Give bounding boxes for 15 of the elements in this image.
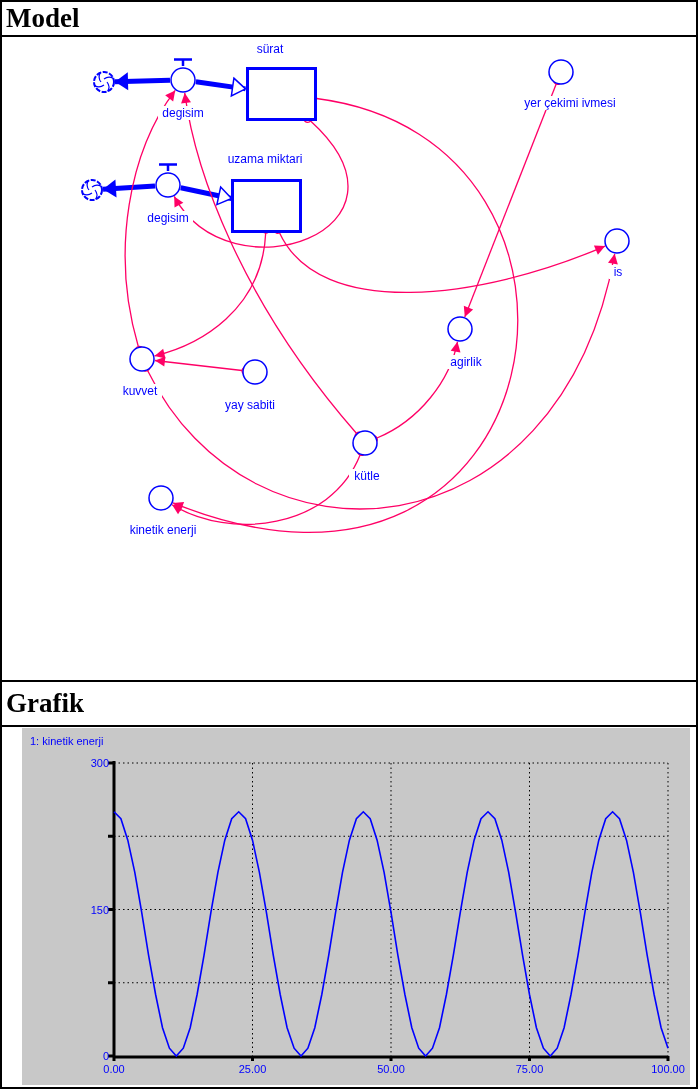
tick-label: 300 xyxy=(90,757,109,769)
tick-label: 0 xyxy=(102,1050,109,1062)
section-heading: Grafik xyxy=(6,688,84,718)
flow-pipe xyxy=(180,185,233,206)
tick-label: 150 xyxy=(90,903,109,916)
flow-pipe xyxy=(195,77,247,97)
tick-label: 25.00 xyxy=(238,1063,267,1075)
section-heading: Model xyxy=(6,3,80,33)
flow-pipe xyxy=(114,72,171,91)
chart-title: 1: kinetik enerji xyxy=(30,735,104,747)
flow-pipe xyxy=(102,179,156,198)
tick-label: 75.00 xyxy=(515,1063,544,1075)
tick-label: 100.00 xyxy=(651,1063,685,1075)
tick-label: 0.00 xyxy=(103,1063,125,1075)
tick-label: 50.00 xyxy=(377,1063,405,1075)
